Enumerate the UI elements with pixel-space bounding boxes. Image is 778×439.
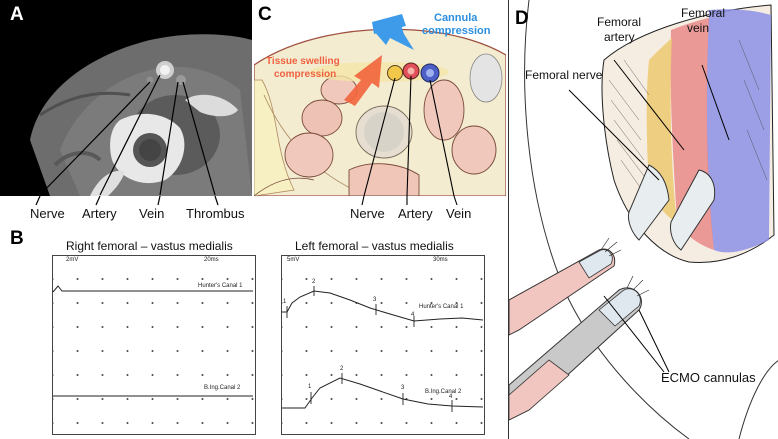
ecmo-pointer-2 [638,309,670,373]
panel-label-a: A [10,4,24,25]
tissue-swelling-label-2: compression [274,69,337,80]
tissue-swelling-arrow [344,55,382,106]
panel-c: C Cannula compression Tissue swelling co… [254,0,506,196]
trace2-marker-2: 2 [340,366,344,372]
trace2-marker-1: 1 [308,384,312,390]
panel-a-label-vein: Vein [139,206,165,221]
panel-c-label-vein: Vein [446,206,472,221]
panel-a-label-thrombus: Thrombus [186,206,245,221]
femoral-artery-pointer [613,59,685,151]
nerve-pointer-line [39,81,151,196]
right-trace-1 [52,285,253,293]
panel-label-d: D [515,8,529,29]
right-femoral-trace-grid [52,255,256,435]
femoral-vein-label-2: vein [687,21,710,35]
femoral-nerve-label: Femoral nerve [525,68,603,82]
panel-a-pointer-overlay [35,195,219,206]
surgical-drawing [509,0,778,439]
panel-d: D Femoral artery Femoral vein Femoral ne… [508,0,778,439]
left-trace-2 [282,377,484,409]
femoral-artery-label-2: artery [604,30,635,44]
panel-c-label-nerve: Nerve [350,206,385,221]
trace1-marker-3: 3 [373,297,377,303]
trace1-marker-2: 2 [312,279,316,285]
c-vein-pointer [429,79,455,196]
right-trace2-label: B.Ing.Canal 2 [204,385,241,391]
panel-label-c: C [258,4,272,25]
c-artery-pointer [406,75,412,196]
right-scale-time: 20ms [204,257,219,263]
ct-scan-image [0,0,252,196]
left-femoral-title: Left femoral – vastus medialis [295,239,454,253]
panel-c-pointer-overlay [361,195,458,206]
left-scale-voltage: 5mV [287,257,300,263]
artery-pointer-line [99,74,161,196]
right-trace1-label: Hunter's Canal 1 [198,283,243,289]
trace2-marker-3: 3 [401,385,405,391]
left-trace1-label: Hunter's Canal 1 [419,304,464,310]
ecmo-pointer-1 [603,295,665,373]
tissue-swelling-label-1: Tissue swelling [266,56,340,67]
cannula-compression-label-1: Cannula [434,12,478,24]
left-trace2-label: B.Ing.Canal 2 [425,389,462,395]
c-nerve-pointer [363,77,396,196]
trace2-marker-4: 4 [449,394,453,400]
thrombus-pointer-line [182,81,216,196]
left-femoral-trace-grid [281,255,485,435]
panel-label-b: B [10,228,24,249]
cross-section-drawing [254,14,506,196]
panel-a-label-artery: Artery [82,206,117,221]
ecmo-cannulas-label: ECMO cannulas [661,370,756,385]
left-trace-1 [282,290,484,322]
panel-c-label-artery: Artery [398,206,433,221]
right-femoral-title: Right femoral – vastus medialis [66,239,233,253]
panel-a-label-nerve: Nerve [30,206,65,221]
trace1-marker-4: 4 [411,312,415,318]
femoral-artery-label-1: Femoral [597,15,642,29]
femoral-vein-label-1: Femoral [681,6,726,20]
panel-a: A [0,0,252,196]
vein-pointer-line [159,81,179,196]
left-scale-time: 30ms [433,257,448,263]
trace1-marker-1: 1 [283,299,287,305]
femoral-nerve-pointer [568,89,660,181]
right-scale-voltage: 2mV [66,257,79,263]
femoral-vein-pointer [701,64,730,141]
cannula-compression-label-2: compression [422,25,491,37]
